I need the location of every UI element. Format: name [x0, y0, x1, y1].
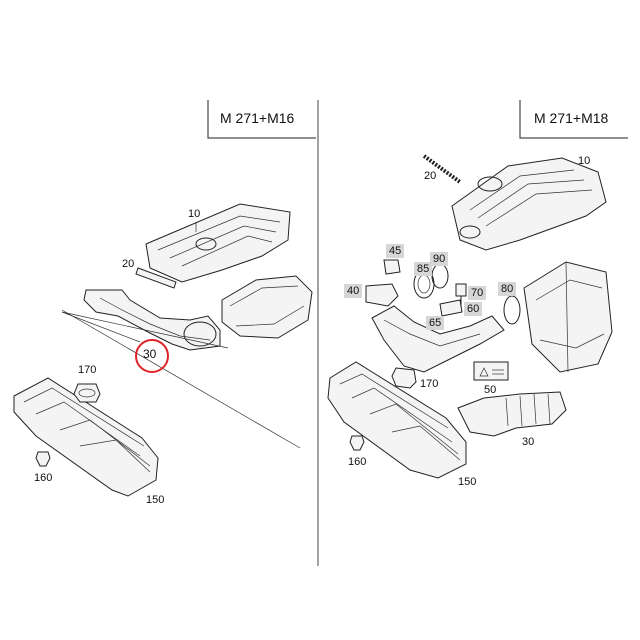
right-label-45: 45	[386, 244, 405, 258]
right-label-70: 70	[468, 286, 487, 300]
right-label-90: 90	[430, 252, 449, 266]
left-callout-lines	[61, 311, 229, 349]
left-label-20: 20	[122, 258, 135, 270]
right-label-170: 170	[420, 378, 439, 390]
right-clip	[349, 435, 365, 451]
left-label-30: 30	[143, 347, 157, 361]
right-label-160: 160	[348, 456, 367, 468]
right-warning-label	[473, 361, 509, 381]
right-label-10: 10	[578, 155, 591, 167]
left-air-box	[221, 275, 313, 339]
left-clip	[35, 451, 51, 467]
right-panel-title: M 271+M18	[534, 110, 609, 126]
right-grommet	[391, 367, 417, 389]
right-engine-cover	[451, 157, 607, 251]
right-label-30: 30	[522, 436, 535, 448]
right-cowl-panel	[327, 361, 467, 479]
left-label-160: 160	[34, 472, 53, 484]
right-label-65: 65	[426, 316, 445, 330]
right-air-duct	[457, 391, 567, 437]
left-diagonal-leader	[61, 309, 301, 449]
right-ring-80	[503, 295, 521, 325]
right-air-filter-housing	[523, 261, 613, 373]
right-label-150: 150	[458, 476, 477, 488]
left-label-170: 170	[78, 364, 97, 376]
right-label-40: 40	[344, 284, 363, 298]
left-label-150: 150	[146, 494, 165, 506]
right-label-60: 60	[464, 302, 483, 316]
right-valve-40	[365, 283, 399, 307]
right-label-80: 80	[498, 282, 517, 296]
left-cowl-panel	[13, 377, 159, 497]
right-fitting-60	[439, 299, 463, 317]
right-label-50: 50	[484, 384, 497, 396]
left-panel-title: M 271+M16	[220, 110, 295, 126]
right-label-20: 20	[424, 170, 437, 182]
right-seal-strip	[422, 154, 462, 184]
left-grommet	[73, 383, 101, 403]
left-title-frame	[207, 100, 316, 139]
right-title-frame	[519, 100, 628, 139]
right-sensor-45	[383, 259, 401, 275]
left-seal-strip	[135, 267, 177, 289]
left-highlight-ring	[135, 339, 169, 373]
right-label-85: 85	[414, 262, 433, 276]
left-label-10: 10	[188, 208, 201, 220]
left-engine-cover	[145, 203, 291, 283]
right-breather-pipe	[371, 305, 505, 373]
